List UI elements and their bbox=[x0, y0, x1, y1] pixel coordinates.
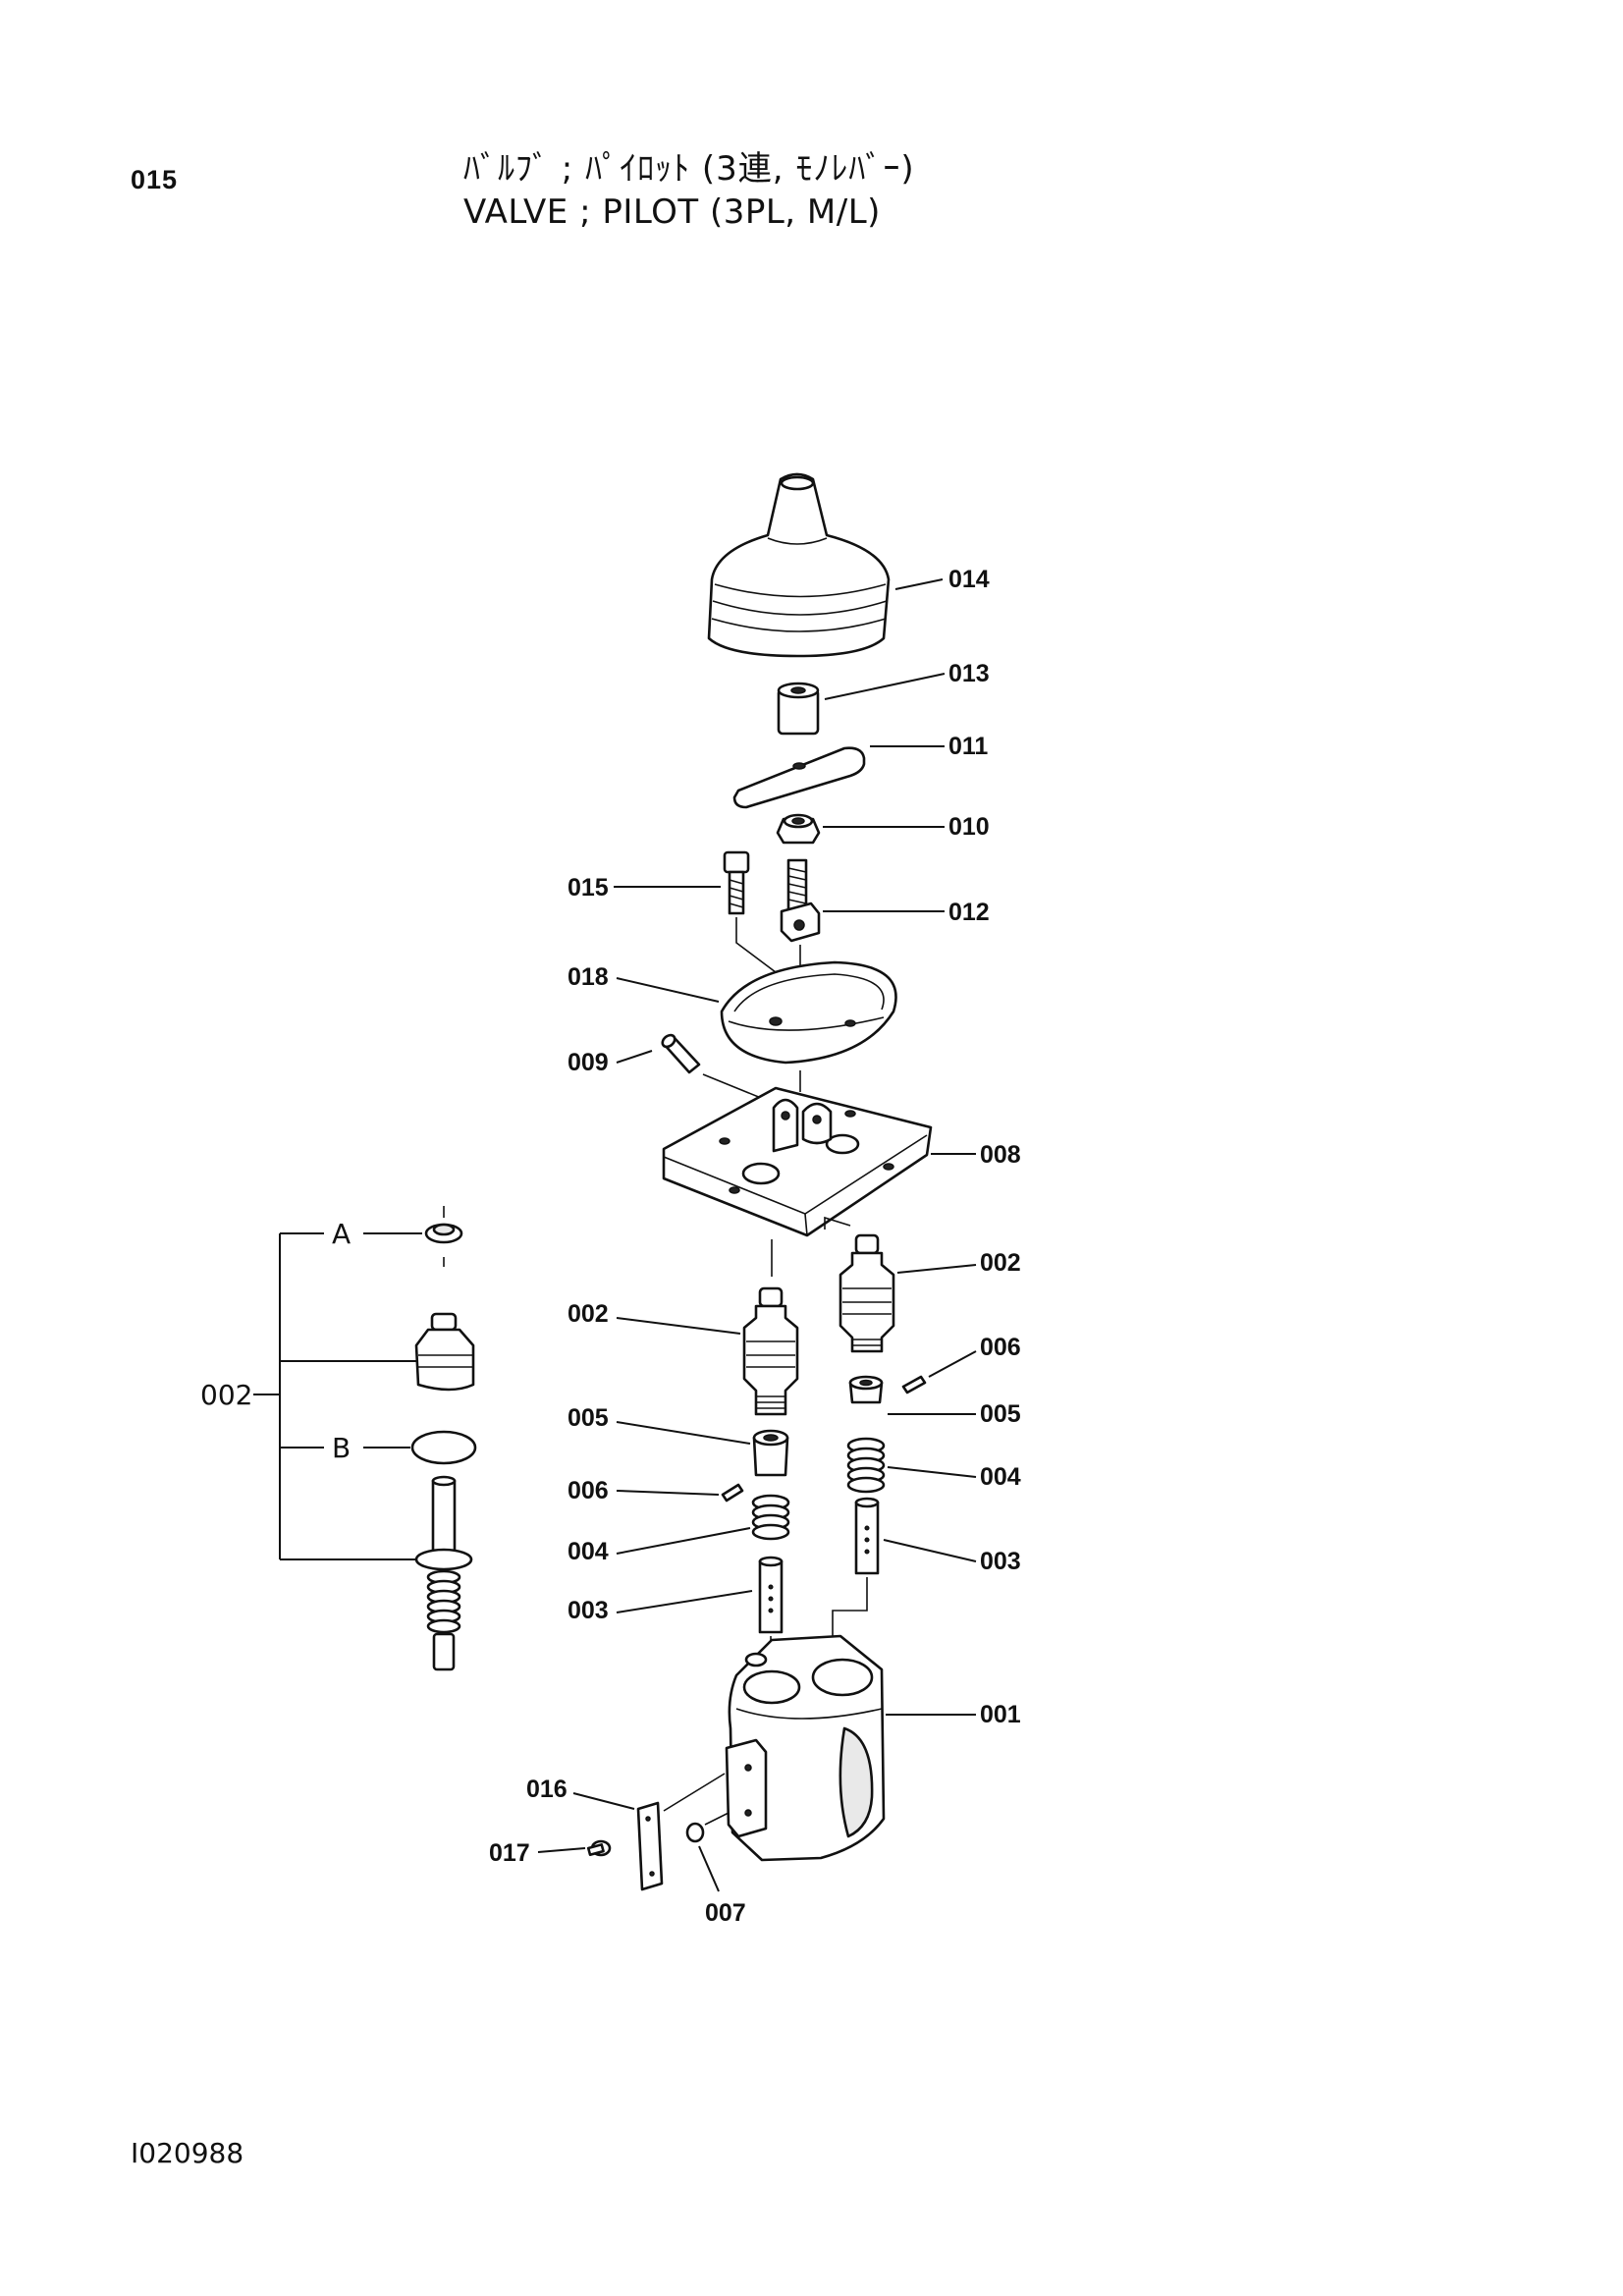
part-004-spring-right bbox=[846, 1437, 886, 1494]
callout-006-left: 006 bbox=[568, 1477, 609, 1504]
part-010-nut bbox=[776, 813, 821, 845]
guide-line bbox=[663, 1773, 726, 1812]
callout-015: 015 bbox=[568, 874, 609, 902]
part-002-pusher-left bbox=[742, 1286, 799, 1416]
leader-007 bbox=[698, 1845, 720, 1892]
part-008-plate bbox=[662, 1086, 933, 1237]
leader-005-left bbox=[616, 1421, 751, 1445]
part-006-pin-left bbox=[721, 1483, 744, 1503]
leader-004-left bbox=[616, 1527, 751, 1555]
callout-011: 011 bbox=[948, 733, 988, 760]
callout-010: 010 bbox=[948, 813, 990, 841]
guide-line bbox=[704, 1812, 730, 1826]
detail-002-label: 002 bbox=[200, 1379, 252, 1411]
callout-009: 009 bbox=[568, 1049, 609, 1076]
part-003-plunger-left bbox=[758, 1556, 784, 1634]
leader-004-right bbox=[887, 1466, 977, 1478]
part-006-pin-right bbox=[901, 1375, 927, 1394]
part-013-sleeve bbox=[777, 682, 820, 736]
detail-part-spring-rod bbox=[414, 1475, 473, 1671]
callout-018: 018 bbox=[568, 963, 609, 991]
part-009-pin bbox=[661, 1033, 701, 1074]
leader-016 bbox=[572, 1792, 635, 1810]
part-002-pusher-right bbox=[839, 1233, 895, 1353]
callout-003-right: 003 bbox=[980, 1548, 1021, 1575]
callout-014: 014 bbox=[948, 566, 990, 593]
callout-004-right: 004 bbox=[980, 1463, 1021, 1491]
leader-003-left bbox=[616, 1590, 753, 1613]
detail-sub-b-label: B bbox=[332, 1432, 351, 1464]
callout-005-right: 005 bbox=[980, 1400, 1021, 1428]
leader-002-left bbox=[616, 1317, 741, 1335]
leader-014 bbox=[894, 578, 944, 590]
detail-part-b-ring bbox=[410, 1430, 477, 1465]
part-003-plunger-right bbox=[854, 1497, 880, 1575]
detail-part-a-cap bbox=[424, 1206, 463, 1244]
leader-009 bbox=[616, 1050, 653, 1064]
leader-002-right bbox=[896, 1264, 977, 1274]
part-011-plate bbox=[732, 746, 866, 809]
callout-017: 017 bbox=[489, 1839, 530, 1867]
part-015-bolt bbox=[723, 850, 750, 915]
title-block: ﾊﾞﾙﾌﾞ ; ﾊﾟｲﾛｯﾄ (3連, ﾓﾉﾚﾊﾞｰ) VALVE ; PILO… bbox=[463, 147, 915, 234]
title-japanese: ﾊﾞﾙﾌﾞ ; ﾊﾟｲﾛｯﾄ (3連, ﾓﾉﾚﾊﾞｰ) bbox=[463, 149, 915, 189]
callout-013: 013 bbox=[948, 660, 990, 687]
detail-part-push-rod bbox=[414, 1257, 475, 1392]
callout-002-left: 002 bbox=[568, 1300, 609, 1328]
callout-002-right: 002 bbox=[980, 1249, 1021, 1277]
leader-017 bbox=[537, 1847, 586, 1853]
callout-006-right: 006 bbox=[980, 1334, 1021, 1361]
part-001-casing bbox=[725, 1634, 886, 1862]
leader-018 bbox=[616, 977, 720, 1003]
callout-004-left: 004 bbox=[568, 1538, 609, 1565]
callout-003-left: 003 bbox=[568, 1597, 609, 1624]
part-014-boot bbox=[707, 472, 891, 658]
part-005-seat-right bbox=[848, 1375, 884, 1404]
page-number: 015 bbox=[131, 165, 179, 194]
leader-003-right bbox=[883, 1539, 977, 1562]
part-017-screw bbox=[586, 1839, 612, 1857]
leader-006-left bbox=[616, 1490, 720, 1496]
callout-001: 001 bbox=[980, 1701, 1021, 1728]
detail-sub-a-label: A bbox=[332, 1218, 351, 1250]
callout-008: 008 bbox=[980, 1141, 1021, 1169]
title-english: VALVE ; PILOT (3PL, M/L) bbox=[463, 192, 881, 232]
leader-013 bbox=[824, 673, 946, 700]
part-018-cover bbox=[720, 960, 897, 1065]
callout-012: 012 bbox=[948, 899, 990, 926]
part-012-stud bbox=[780, 858, 821, 943]
guide-line bbox=[832, 1577, 868, 1636]
part-004-spring-left bbox=[751, 1494, 790, 1541]
callout-007: 007 bbox=[705, 1899, 746, 1927]
detail-002-bracket bbox=[253, 1232, 422, 1560]
document-id: I020988 bbox=[131, 2137, 244, 2169]
callout-016: 016 bbox=[526, 1776, 568, 1803]
leader-006-right bbox=[928, 1350, 977, 1378]
part-016-nameplate bbox=[636, 1801, 664, 1891]
part-007-o-ring bbox=[685, 1822, 705, 1843]
guide-line bbox=[824, 1216, 851, 1230]
guide-line bbox=[702, 1073, 767, 1101]
callout-005-left: 005 bbox=[568, 1404, 609, 1432]
part-005-seat-left bbox=[752, 1429, 789, 1477]
